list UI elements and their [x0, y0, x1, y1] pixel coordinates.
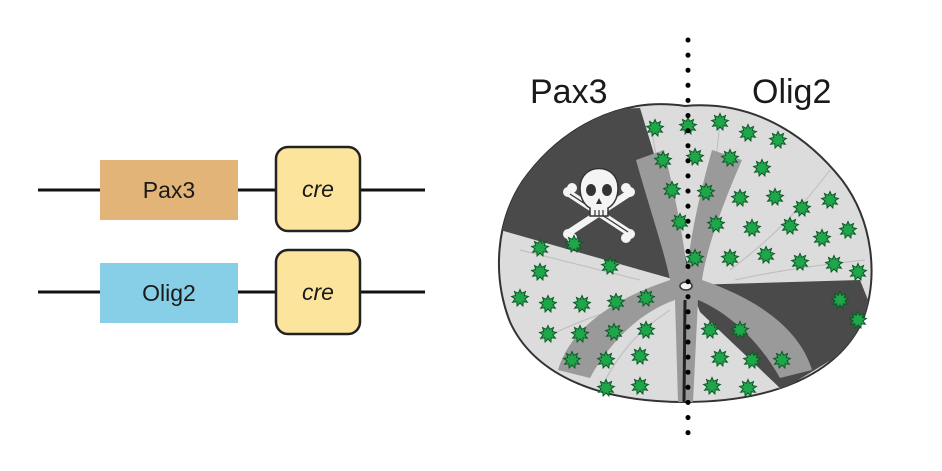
green-star-cell-icon	[730, 188, 750, 208]
green-star-cell-icon	[765, 187, 785, 207]
promoter-label-pax3: Pax3	[143, 177, 195, 203]
green-star-cell-icon	[820, 190, 840, 210]
green-star-cell-icon	[812, 228, 832, 248]
green-star-cell-icon	[780, 216, 800, 236]
green-star-cell-icon	[838, 220, 858, 240]
green-star-cell-icon	[700, 320, 720, 340]
green-star-cell-icon	[792, 198, 812, 218]
cre-label: cre	[302, 279, 334, 305]
green-star-cell-icon	[538, 294, 558, 314]
green-star-cell-icon	[790, 252, 810, 272]
green-star-cell-icon	[662, 180, 682, 200]
green-star-cell-icon	[685, 248, 705, 268]
green-star-cell-icon	[730, 320, 750, 340]
promoter-box-pax3	[100, 160, 238, 220]
section-label-pax3: Pax3	[530, 73, 608, 111]
green-star-cell-icon	[538, 324, 558, 344]
green-star-cell-icon	[696, 182, 716, 202]
green-star-cell-icon	[630, 376, 650, 396]
green-star-cell-icon	[530, 262, 550, 282]
green-star-cell-icon	[738, 378, 758, 398]
green-star-cell-icon	[710, 112, 730, 132]
green-star-cell-icon	[706, 214, 726, 234]
green-star-cell-icon	[848, 310, 868, 330]
green-star-cell-icon	[720, 148, 740, 168]
cre-label: cre	[302, 176, 334, 202]
green-star-cell-icon	[710, 348, 730, 368]
green-star-cell-icon	[752, 158, 772, 178]
promoter-box-olig2	[100, 263, 238, 323]
green-star-cell-icon	[772, 350, 792, 370]
green-star-cell-icon	[636, 288, 656, 308]
green-star-cell-icon	[630, 346, 650, 366]
green-star-cell-icon	[702, 376, 722, 396]
green-star-cell-icon	[636, 320, 656, 340]
grey-matter	[558, 150, 812, 402]
green-star-cell-icon	[606, 292, 626, 312]
green-star-cell-icon	[720, 248, 740, 268]
section-label-olig2: Olig2	[752, 73, 831, 111]
cre-box	[274, 248, 362, 336]
green-star-cell-icon	[570, 324, 590, 344]
green-star-cell-icon	[645, 118, 665, 138]
green-star-cell-icon	[742, 218, 762, 238]
construct-olig2-cre: Olig2 cre	[38, 248, 425, 336]
green-star-cell-icon	[564, 234, 584, 254]
green-star-cell-icon	[562, 350, 582, 370]
cre-box	[274, 145, 362, 233]
green-star-cell-icon	[596, 378, 616, 398]
promoter-label-olig2: Olig2	[142, 280, 196, 306]
green-star-cell-icon	[530, 238, 550, 258]
green-star-cell-icon	[830, 290, 850, 310]
green-star-cell-icon	[768, 130, 788, 150]
construct-pax3-cre: Pax3 cre	[38, 145, 425, 233]
green-star-cell-icon	[670, 212, 690, 232]
green-star-cell-icon	[510, 288, 530, 308]
green-star-cell-icon	[604, 322, 624, 342]
green-star-cell-icon	[848, 262, 868, 282]
green-star-cell-icon	[756, 245, 776, 265]
green-star-cell-icon	[738, 123, 758, 143]
green-star-cell-icon	[572, 294, 592, 314]
green-star-cell-icon	[600, 256, 620, 276]
green-star-cell-icon	[742, 350, 762, 370]
spinal-cord-section	[497, 37, 873, 441]
ventral-fissure	[682, 299, 687, 403]
green-star-cell-icon	[596, 350, 616, 370]
green-star-cell-icon	[685, 147, 705, 167]
green-star-cell-icon	[824, 254, 844, 274]
cells-layer	[510, 112, 868, 398]
green-star-cell-icon	[653, 150, 673, 170]
